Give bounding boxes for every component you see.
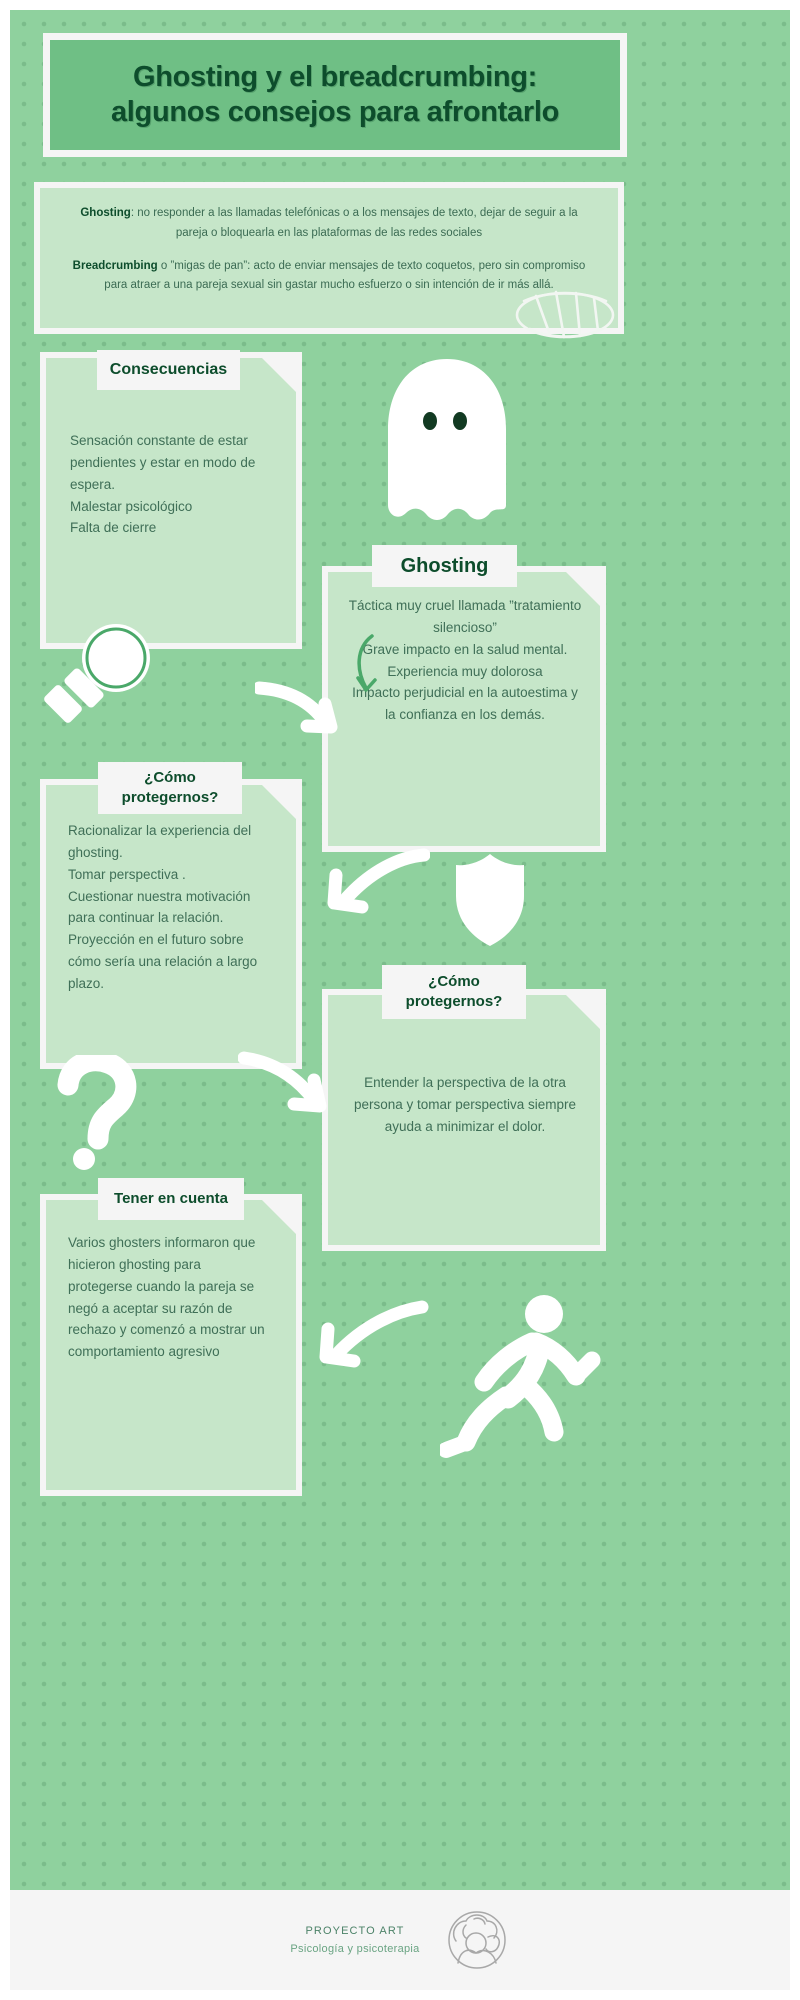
arrow-protegernos-left-to-right	[238, 1051, 327, 1113]
ghosting-badge: Ghosting	[372, 545, 517, 587]
protegernos-right-badge-line-2: protegernos?	[405, 993, 503, 1010]
protegernos-right-body: Entender la perspectiva de la otra perso…	[353, 1075, 577, 1134]
definition-ghosting-term: Ghosting	[80, 207, 131, 219]
definition-breadcrumbing: Breadcrumbing o ”migas de pan”: acto de …	[64, 257, 594, 297]
consecuencias-badge-label: Consecuencias	[109, 361, 228, 379]
arrow-ghosting-to-protegernos-left	[327, 848, 430, 914]
protegernos-left-badge-line-1: ¿Cómo	[144, 768, 196, 786]
tener-en-cuenta-body: Varios ghosters informaron que hicieron …	[68, 1235, 265, 1360]
ghosting-card	[328, 572, 600, 846]
footer-text: PROYECTO ART Psicología y psicoterapia	[290, 1925, 419, 1955]
tener-en-cuenta-card	[46, 1200, 296, 1490]
consecuencias-fold-corner	[262, 358, 296, 392]
page-title-line-1: Ghosting y el breadcrumbing:	[132, 60, 538, 93]
question-mark-icon	[57, 1055, 137, 1170]
scribble-icon	[515, 290, 615, 339]
tener-en-cuenta-badge-label: Tener en cuenta	[114, 1189, 228, 1207]
footer-tagline: Psicología y psicoterapia	[290, 1943, 420, 1955]
brand-logo-icon	[447, 1911, 506, 1969]
page-title-line-2: algunos consejos para afrontarlo	[110, 96, 560, 128]
consecuencias-card	[46, 358, 296, 643]
green-curve-arrow-icon	[356, 634, 377, 692]
definition-ghosting: Ghosting: no responder a las llamadas te…	[64, 204, 594, 244]
definition-ghosting-body: : no responder a las llamadas telefónica…	[130, 207, 578, 239]
definitions-card: Ghosting: no responder a las llamadas te…	[40, 188, 618, 328]
footer-brand: PROYECTO ART	[305, 1925, 405, 1937]
protegernos-left-badge: ¿Cómo protegernos?	[98, 762, 242, 814]
arrow-consecuencias-to-ghosting	[255, 681, 338, 734]
magnifier-icon	[44, 624, 150, 723]
poster-canvas: Ghosting y el breadcrumbing: algunos con…	[10, 10, 790, 1890]
footer: PROYECTO ART Psicología y psicoterapia	[10, 1890, 790, 1990]
consecuencias-body: Sensación constante de estar pendientes …	[70, 433, 256, 536]
runner-icon	[440, 1295, 601, 1458]
ghost-icon	[388, 359, 506, 520]
protegernos-left-badge-line-2: protegernos?	[121, 789, 219, 806]
definition-breadcrumbing-term: Breadcrumbing	[72, 259, 158, 272]
tener-en-cuenta-badge: Tener en cuenta	[98, 1178, 244, 1220]
protegernos-right-badge: ¿Cómo protegernos?	[382, 965, 526, 1019]
definition-breadcrumbing-body: o ”migas de pan”: acto de enviar mensaje…	[104, 259, 586, 292]
page-title: Ghosting y el breadcrumbing: algunos con…	[50, 40, 620, 150]
ghosting-badge-label: Ghosting	[400, 554, 489, 577]
tener-en-cuenta-fold-corner	[262, 1200, 296, 1234]
ghosting-body: Táctica muy cruel llamada ”tratamiento s…	[348, 598, 582, 723]
header-card: Ghosting y el breadcrumbing: algunos con…	[50, 40, 620, 150]
arrow-protegernos-right-to-tener-en-cuenta	[319, 1300, 429, 1368]
protegernos-right-card	[328, 995, 600, 1245]
consecuencias-badge: Consecuencias	[97, 350, 240, 390]
footer-content: PROYECTO ART Psicología y psicoterapia	[290, 1907, 509, 1973]
protegernos-right-badge-line-1: ¿Cómo	[428, 972, 480, 990]
protegernos-left-card	[46, 785, 296, 1063]
shield-icon	[456, 854, 524, 946]
definitions-text: Ghosting: no responder a las llamadas te…	[64, 204, 594, 309]
protegernos-left-body: Racionalizar la experiencia del ghosting…	[68, 823, 258, 992]
protegernos-right-fold-corner	[566, 995, 600, 1029]
protegernos-left-fold-corner	[262, 785, 296, 819]
